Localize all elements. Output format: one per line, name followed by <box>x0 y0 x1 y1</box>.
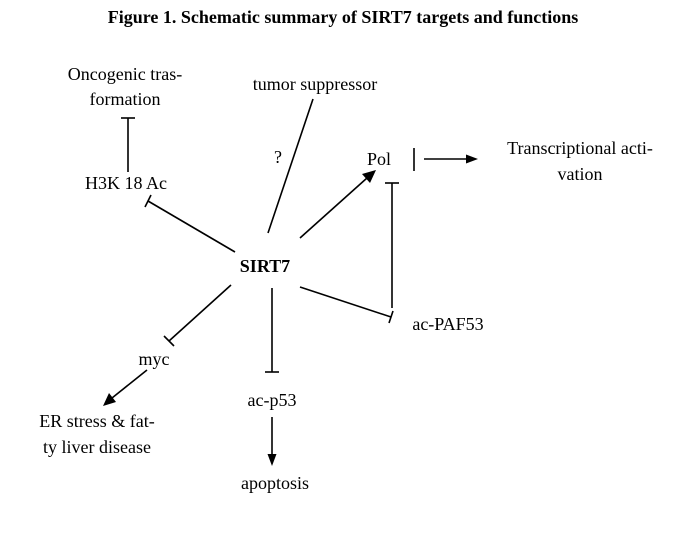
node-ac-paf53: ac-PAF53 <box>412 314 483 334</box>
arrowhead-pol <box>362 170 376 183</box>
edge-sirt7-myc <box>168 284 232 342</box>
inhibition-bar-myc <box>163 335 175 347</box>
inhibition-bar-acpaf53 <box>388 310 394 324</box>
edge-sirt7-tumor-suppressor <box>267 98 314 234</box>
edge-sirt7-h3k18ac <box>147 200 236 253</box>
edge-myc-er-stress <box>111 369 148 399</box>
node-apoptosis: apoptosis <box>241 473 309 493</box>
node-myc: myc <box>139 349 170 369</box>
arrowhead-er-stress <box>103 393 116 406</box>
node-pol: Pol <box>367 149 391 169</box>
node-h3k18ac: H3K 18 Ac <box>85 173 167 193</box>
node-oncogenic-line2: formation <box>90 89 161 109</box>
figure-title: Figure 1. Schematic summary of SIRT7 tar… <box>108 7 579 27</box>
node-er-stress-line2: ty liver disease <box>43 437 151 457</box>
node-ac-p53: ac-p53 <box>248 390 297 410</box>
node-transcriptional-line1: Transcriptional acti- <box>507 138 653 158</box>
node-oncogenic-line1: Oncogenic tras- <box>68 64 182 84</box>
node-transcriptional-line2: vation <box>558 164 603 184</box>
edge-sirt7-pol <box>299 177 368 239</box>
inhibition-bar-h3k18ac <box>144 194 152 208</box>
arrowhead-transcription <box>466 154 478 164</box>
node-sirt7: SIRT7 <box>240 256 290 276</box>
edge-sirt7-acpaf53 <box>299 286 392 318</box>
node-question-mark: ? <box>274 147 282 167</box>
node-er-stress-line1: ER stress & fat- <box>39 411 154 431</box>
node-tumor-suppressor: tumor suppressor <box>253 74 378 94</box>
arrowhead-apoptosis <box>267 454 277 466</box>
